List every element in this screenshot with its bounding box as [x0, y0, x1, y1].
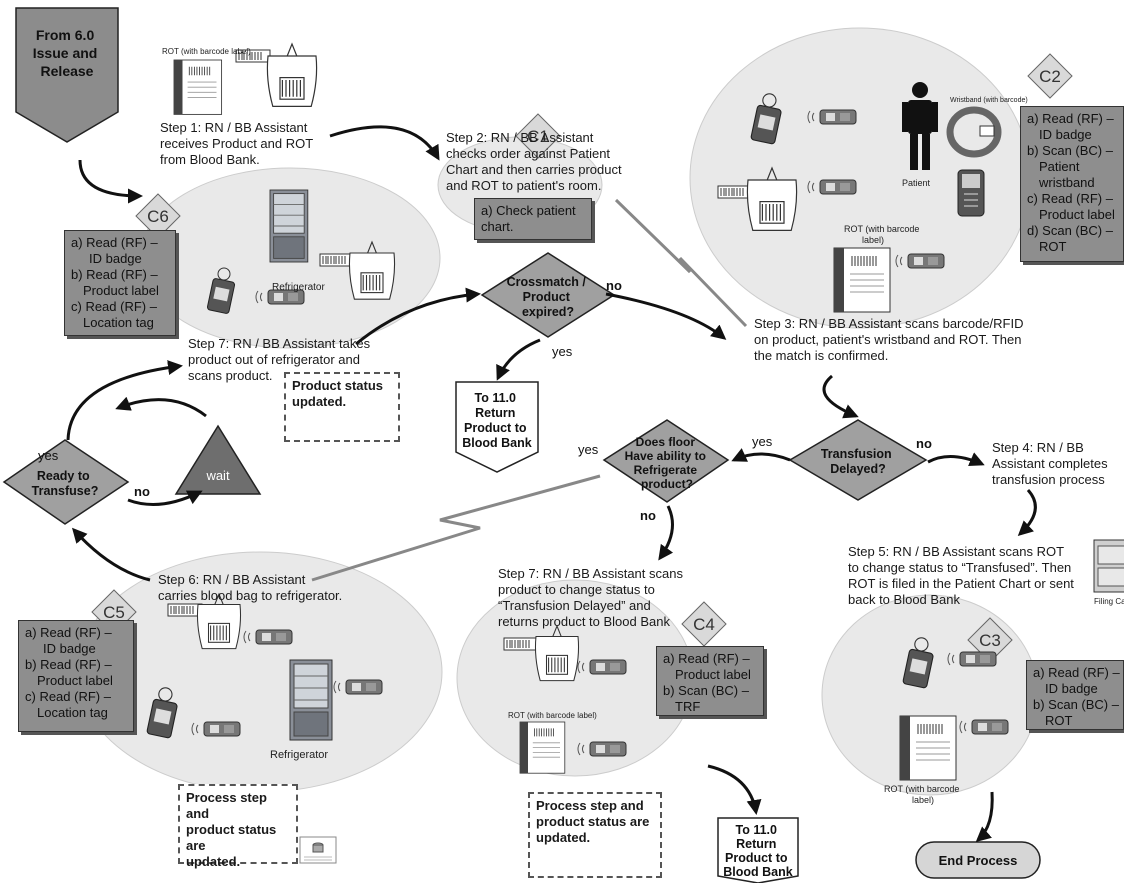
flow-arrow	[329, 125, 440, 161]
flow-arrow	[71, 527, 151, 582]
flow-arrow	[66, 360, 183, 441]
ready-yes-label: yes	[38, 448, 59, 463]
handheld-scanner-icon	[957, 169, 985, 217]
start-connector-text: From 6.0 Issue and Release	[33, 27, 101, 79]
crossmatch-no-label: no	[606, 278, 622, 293]
c2-control-box: a) Read (RF) –ID badge b) Scan (BC) –Pat…	[1020, 106, 1124, 262]
step3-text: Step 3: RN / BB Assistant scans barcode/…	[754, 316, 1024, 363]
database-icon	[299, 836, 337, 864]
wait-triangle-shape	[174, 424, 262, 495]
refrigerator-label-c6: Refrigerator	[272, 282, 325, 293]
ready-no-label: no	[134, 484, 150, 499]
transfusion-delayed-no-label: no	[916, 436, 932, 451]
filing-cabinet-label: Filing Cabi	[1094, 597, 1124, 606]
c2-tag-diamond	[1027, 53, 1073, 99]
patient-figure-icon	[902, 82, 938, 170]
flow-arrow	[605, 292, 727, 340]
flow-arrow	[115, 396, 207, 418]
c3-control-box: a) Read (RF) –ID badge b) Scan (BC) –ROT	[1026, 660, 1124, 730]
flow-arrow	[927, 452, 985, 467]
wait-text: wait	[205, 468, 230, 483]
transfusion-delayed-decision-text: Transfusion Delayed?	[821, 447, 895, 476]
wristband-icon	[946, 106, 1002, 158]
rot-document-icon	[519, 721, 566, 774]
rot-document-icon	[833, 247, 891, 313]
floor-refrigerate-decision-shape	[602, 419, 730, 503]
rot-label-c2: ROT (with barcode label)	[844, 224, 922, 245]
flow-arrow	[1017, 488, 1037, 537]
start-connector-shape	[15, 7, 119, 143]
location-change-line	[614, 198, 748, 328]
refrigerator-label-c5: Refrigerator	[270, 749, 328, 761]
c3-tag: C3	[979, 631, 1001, 650]
flow-arrow	[78, 159, 143, 204]
refrigerator-icon	[289, 659, 333, 741]
patient-label: Patient	[902, 178, 931, 188]
c5-tag: C5	[103, 603, 125, 622]
flow-arrow	[355, 287, 481, 346]
return-connector-top-text: To 11.0 Return Product to Blood Bank	[462, 391, 531, 450]
return-connector-bottom-text: To 11.0 Return Product to Blood Bank	[723, 823, 792, 879]
rot-label-top: ROT (with barcode label)	[162, 47, 251, 56]
barcode-label-icon	[167, 603, 203, 617]
rot-document-icon	[173, 59, 223, 115]
transfusion-delayed-decision-shape	[788, 419, 928, 501]
blood-bag-icon	[266, 43, 318, 108]
end-process-shape	[915, 841, 1041, 879]
rot-document-icon	[899, 715, 957, 781]
rot-label-c3: ROT (with barcode label)	[884, 784, 962, 805]
return-connector-bottom-shape	[717, 817, 799, 883]
barcode-label-icon	[503, 637, 539, 651]
flow-arrow	[127, 490, 203, 506]
crossmatch-decision-text: Crossmatch / Product expired?	[507, 275, 590, 319]
floor-refrigerate-no-label: no	[640, 508, 656, 523]
flow-arrow	[822, 374, 859, 419]
ready-decision-shape	[2, 439, 130, 525]
floor-refrigerate-decision-text: Does floor Have ability to Refrigerate p…	[625, 435, 710, 491]
c4-control-box: a) Read (RF) –Product label b) Scan (BC)…	[656, 646, 764, 716]
end-process-text: End Process	[939, 853, 1018, 868]
wristband-label: Wristband (with barcode)	[950, 97, 1028, 104]
c1-tag-diamond	[515, 113, 561, 159]
return-connector-top-shape	[455, 381, 539, 473]
flow-arrow	[731, 448, 791, 462]
flow-arrow	[707, 764, 762, 815]
c6-tag: C6	[147, 207, 169, 226]
c2-tag: C2	[1039, 67, 1061, 86]
rot-label-c4: ROT (with barcode label)	[508, 711, 597, 720]
location-change-line	[311, 474, 601, 582]
crossmatch-yes-label: yes	[552, 344, 573, 359]
c4-tag: C4	[693, 615, 715, 634]
flow-arrow	[975, 791, 994, 842]
floor-refrigerate-yes-label: yes	[578, 442, 599, 457]
crossmatch-decision-shape	[480, 252, 616, 338]
c1-tag: C1	[527, 127, 549, 146]
flow-arrow	[658, 505, 674, 561]
refrigerator-icon	[269, 189, 309, 263]
flow-arrow	[496, 338, 541, 381]
c5-control-box: a) Read (RF) –ID badge b) Read (RF) –Pro…	[18, 620, 134, 732]
ready-decision-text: Ready to Transfuse?	[32, 469, 99, 498]
c6-control-box: a) Read (RF) –ID badge b) Read (RF) –Pro…	[64, 230, 176, 336]
filing-cabinet-icon	[1093, 539, 1124, 593]
transfusion-delayed-yes-label: yes	[752, 434, 773, 449]
